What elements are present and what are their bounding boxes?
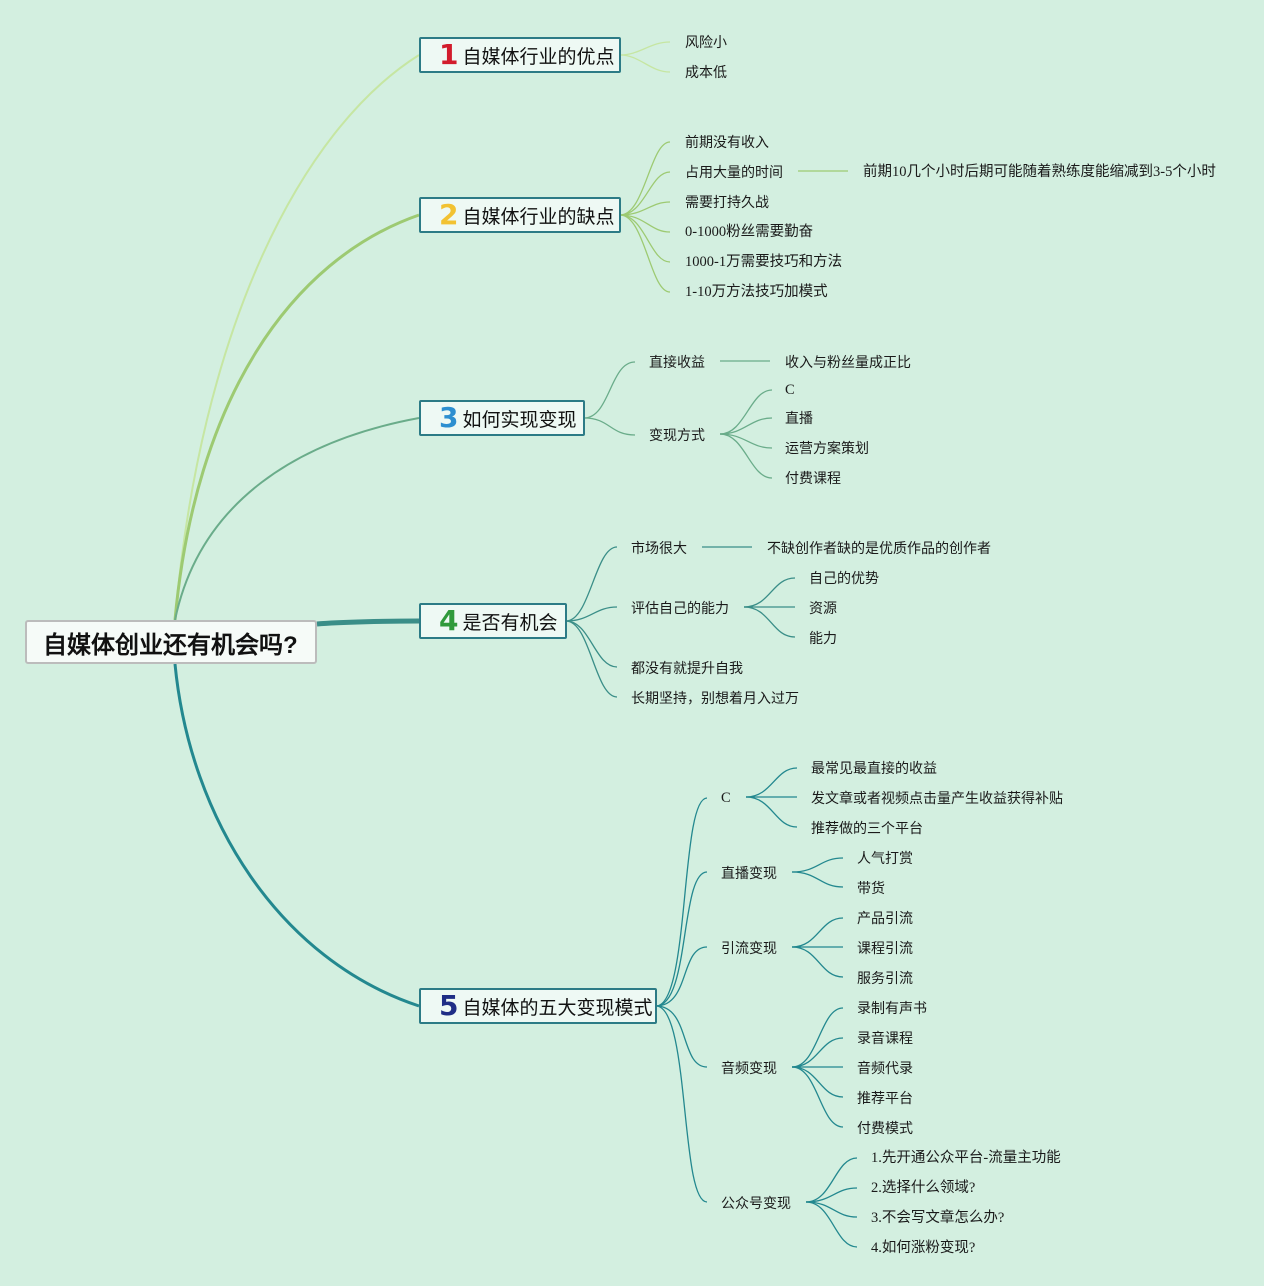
subtopic-cant-write[interactable]: 3.不会写文章怎么办? xyxy=(871,1210,1005,1226)
branch-3-line xyxy=(174,417,420,621)
topic-2[interactable]: 2 自媒体行业的缺点 xyxy=(419,197,621,233)
topic-3[interactable]: 3 如何实现变现 xyxy=(419,400,585,436)
subtopic-method-c[interactable]: C xyxy=(785,382,795,398)
subtopic-ability[interactable]: 能力 xyxy=(809,630,837,646)
subtopic-live-monetize[interactable]: 直播变现 xyxy=(721,865,777,881)
subtopic-low-cost[interactable]: 成本低 xyxy=(685,64,727,80)
subtopic-direct-income[interactable]: 直接收益 xyxy=(649,354,705,370)
subtopic-traffic-monetize[interactable]: 引流变现 xyxy=(721,940,777,956)
subtopic-0-1000-fans[interactable]: 0-1000粉丝需要勤奋 xyxy=(685,224,814,240)
subtopic-10k-100k-fans[interactable]: 1-10万方法技巧加模式 xyxy=(685,284,828,300)
subtopic-monetize-methods[interactable]: 变现方式 xyxy=(649,427,705,443)
topic-number-4: 4 xyxy=(439,604,459,637)
branch-5-line xyxy=(173,663,420,1008)
topic-1-label: 自媒体行业的优点 xyxy=(462,46,615,68)
subtopic-low-risk[interactable]: 风险小 xyxy=(685,34,727,50)
topic-number-2: 2 xyxy=(439,198,459,231)
topic-3-label: 如何实现变现 xyxy=(462,409,577,431)
subtopic-big-market[interactable]: 市场很大 xyxy=(631,540,687,556)
branch-1-line xyxy=(174,54,420,621)
subtopic-method-planning[interactable]: 运营方案策划 xyxy=(785,440,869,456)
subtopic-service-traffic[interactable]: 服务引流 xyxy=(857,970,913,986)
subtopic-three-platforms[interactable]: 推荐做的三个平台 xyxy=(811,820,923,836)
topic-number-1: 1 xyxy=(439,38,459,71)
topic-4-label: 是否有机会 xyxy=(462,612,558,634)
subtopic-course-traffic[interactable]: 课程引流 xyxy=(857,940,913,956)
subtopic-own-advantages[interactable]: 自己的优势 xyxy=(809,570,879,586)
subtopic-audio-recording[interactable]: 音频代录 xyxy=(857,1060,913,1076)
subtopic-sell-goods[interactable]: 带货 xyxy=(857,880,885,896)
subtopic-self-assessment[interactable]: 评估自己的能力 xyxy=(631,600,729,616)
subtopic-mode-c[interactable]: C xyxy=(721,790,731,806)
subtopic-income-proportional[interactable]: 收入与粉丝量成正比 xyxy=(785,354,911,370)
topic-number-3: 3 xyxy=(439,401,459,434)
subtopic-grow-fans[interactable]: 4.如何涨粉变现? xyxy=(871,1240,976,1256)
subtopic-quality-creators[interactable]: 不缺创作者缺的是优质作品的创作者 xyxy=(767,540,991,556)
subtopic-click-subsidy[interactable]: 发文章或者视频点击量产生收益获得补贴 xyxy=(811,790,1063,806)
subtopic-product-traffic[interactable]: 产品引流 xyxy=(857,910,913,926)
topic-number-5: 5 xyxy=(439,989,459,1022)
subtopic-method-live[interactable]: 直播 xyxy=(785,410,813,426)
subtopic-paid-mode[interactable]: 付费模式 xyxy=(857,1120,913,1136)
subtopic-time-consuming[interactable]: 占用大量的时间 xyxy=(685,164,783,180)
subtopic-recommend-platforms[interactable]: 推荐平台 xyxy=(857,1090,913,1106)
topic-5[interactable]: 5 自媒体的五大变现模式 xyxy=(419,988,657,1024)
subtopic-choose-field[interactable]: 2.选择什么领域? xyxy=(871,1180,976,1196)
subtopic-open-traffic-host[interactable]: 1.先开通公众平台-流量主功能 xyxy=(871,1150,1061,1166)
topic-5-label: 自媒体的五大变现模式 xyxy=(462,997,653,1019)
branch-2-line xyxy=(173,213,420,621)
topic-4[interactable]: 4 是否有机会 xyxy=(419,603,567,639)
subtopic-audio-course[interactable]: 录音课程 xyxy=(857,1030,913,1046)
subtopic-wechat-monetize[interactable]: 公众号变现 xyxy=(721,1195,791,1211)
subtopic-tips[interactable]: 人气打赏 xyxy=(857,850,913,866)
subtopic-no-early-income[interactable]: 前期没有收入 xyxy=(685,134,769,150)
subtopic-1000-10k-fans[interactable]: 1000-1万需要技巧和方法 xyxy=(685,254,843,270)
subtopic-improve-self[interactable]: 都没有就提升自我 xyxy=(631,660,743,676)
subtopic-resources[interactable]: 资源 xyxy=(809,600,837,616)
branch-4-line xyxy=(316,618,420,627)
central-topic[interactable]: 自媒体创业还有机会吗? xyxy=(25,620,317,664)
subtopic-most-common-income[interactable]: 最常见最直接的收益 xyxy=(811,760,937,776)
subtopic-persist[interactable]: 长期坚持，别想着月入过万 xyxy=(631,690,799,706)
subtopic-audio-monetize[interactable]: 音频变现 xyxy=(721,1060,777,1076)
subtopic-time-detail[interactable]: 前期10几个小时后期可能随着熟练度能缩减到3-5个小时 xyxy=(863,164,1216,180)
topic-2-label: 自媒体行业的缺点 xyxy=(462,206,615,228)
subtopic-method-paid-course[interactable]: 付费课程 xyxy=(785,470,841,486)
subtopic-long-battle[interactable]: 需要打持久战 xyxy=(685,194,769,210)
subtopic-audiobook[interactable]: 录制有声书 xyxy=(857,1000,927,1016)
topic-1[interactable]: 1 自媒体行业的优点 xyxy=(419,37,621,73)
